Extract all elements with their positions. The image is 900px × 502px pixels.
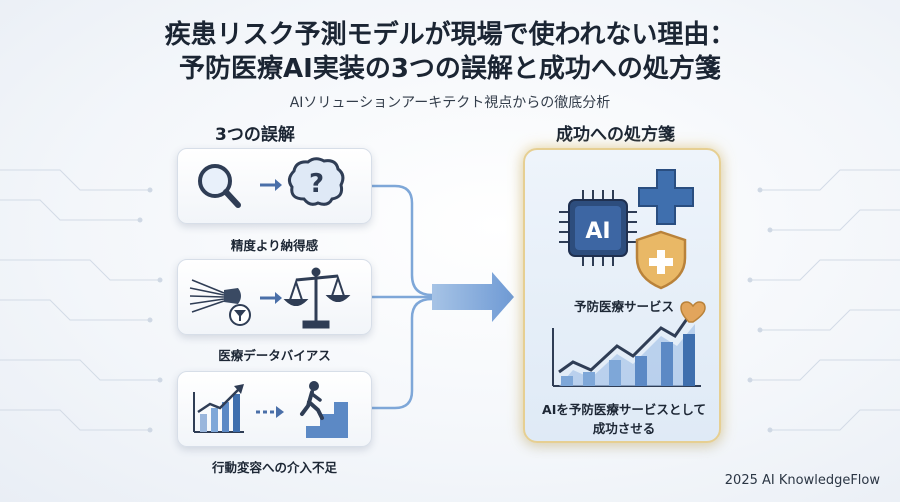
title-line-2: 予防医療AI実装の3つの誤解と成功への処方箋	[179, 54, 721, 84]
misconceptions-heading: 3つの誤解	[215, 125, 295, 145]
misconception-label-1: 精度より納得感	[230, 238, 319, 253]
success-heading: 成功への処方箋	[556, 125, 675, 145]
page-title: 疾患リスク予測モデルが現場で使われない理由： 予防医療AI実装の3つの誤解と成功…	[0, 18, 900, 86]
arrow-icon	[260, 292, 282, 304]
misconception-label-2: 医療データバイアス	[218, 348, 331, 363]
rising-chart-icon	[193, 384, 244, 433]
shield-plus-icon	[635, 230, 687, 290]
climbing-person-icon	[290, 381, 348, 438]
medical-cross-icon	[638, 169, 694, 225]
ai-chip-icon: AI	[559, 190, 637, 266]
dashed-arrow-icon	[256, 406, 284, 418]
data-funnel-icon	[189, 279, 251, 326]
title-line-1: 疾患リスク予測モデルが現場で使われない理由：	[164, 20, 736, 50]
page-subtitle: AIソリューションアーキテクト視点からの徹底分析	[289, 95, 611, 111]
footer-credit: 2025 AI KnowledgeFlow	[724, 473, 880, 488]
balance-scale-icon	[283, 267, 351, 329]
magnifier-icon	[198, 164, 241, 208]
misconception-card-1: ?	[177, 148, 372, 224]
growth-chart-icon	[552, 310, 701, 387]
misconception-label-3: 行動変容への介入不足	[211, 460, 337, 475]
success-card: AI 予防医療サービス AIを予防医療サービスとして 成功させる	[523, 148, 721, 443]
misconception-card-3	[177, 371, 372, 447]
misconception-card-2	[177, 259, 372, 335]
success-result-line-2: 成功させる	[592, 421, 656, 436]
success-result-text: AIを予防医療サービスとして 成功させる	[525, 400, 723, 438]
svg-text:?: ?	[309, 169, 324, 199]
ai-chip-label: AI	[585, 219, 610, 244]
heart-icon	[680, 301, 706, 323]
arrow-icon	[260, 179, 282, 191]
success-result-line-1: AIを予防医療サービスとして	[542, 402, 706, 417]
brain-question-icon: ?	[287, 157, 345, 206]
success-service-label: 予防医療サービス	[573, 299, 674, 314]
